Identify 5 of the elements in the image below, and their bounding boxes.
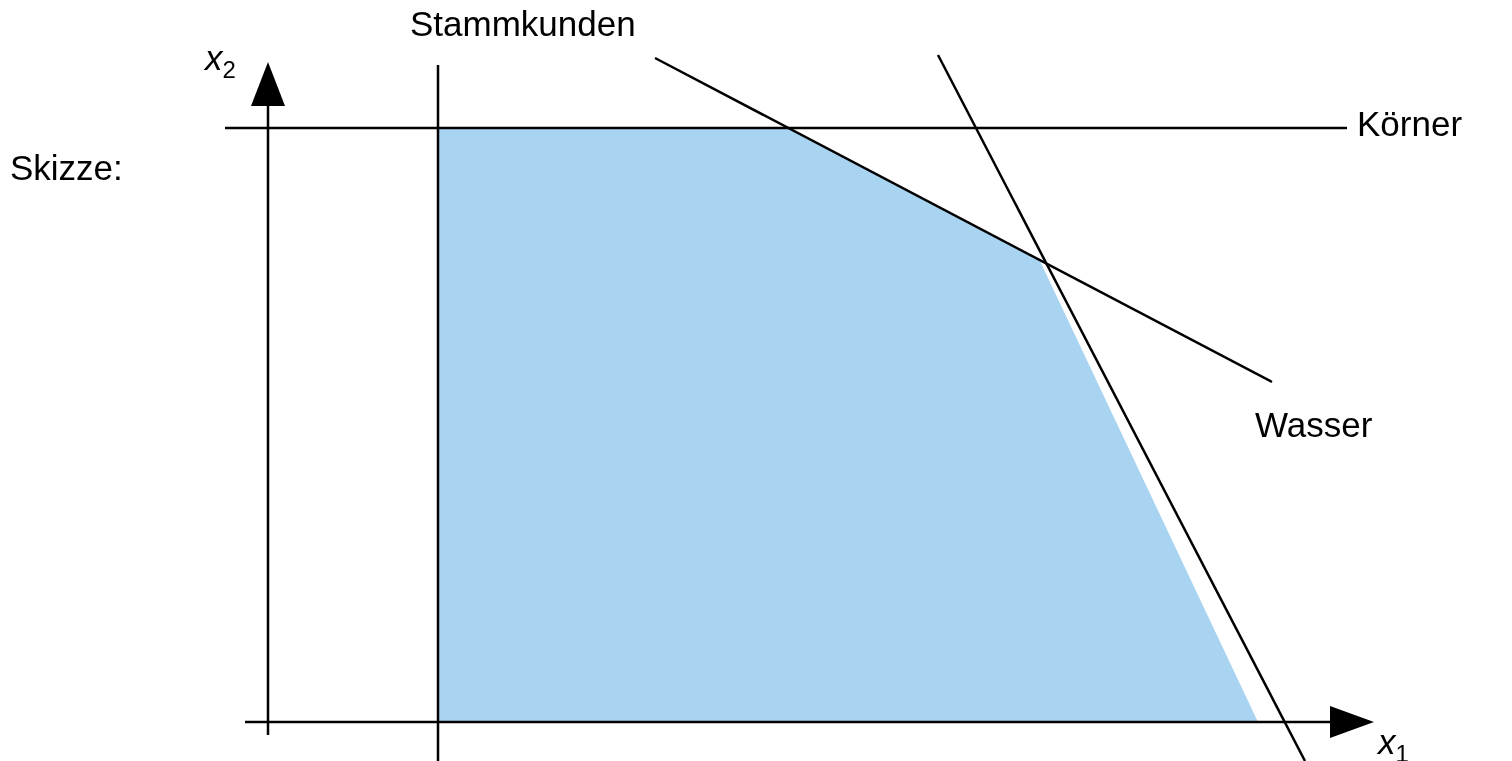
constraint-label: Stammkunden (410, 4, 636, 44)
axis-label: x$_{2}$ (205, 38, 236, 78)
sketch-label: Skizze: (10, 148, 123, 188)
constraint-label: Körner (1357, 104, 1463, 144)
constraint-label: Wasser (1255, 405, 1373, 445)
